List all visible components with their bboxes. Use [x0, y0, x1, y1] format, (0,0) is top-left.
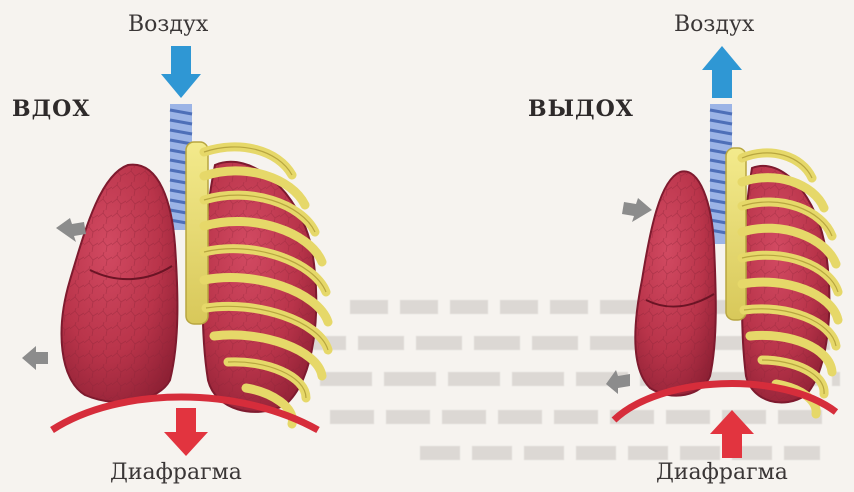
inhale-air-label: Воздух: [128, 12, 208, 37]
air-out-arrow: [702, 46, 742, 98]
diaphragm-down-arrow: [164, 408, 208, 456]
left-lung: [635, 171, 716, 395]
left-lung: [62, 165, 178, 403]
inhale-diaphragm-label: Диафрагма: [110, 460, 242, 485]
air-in-arrow: [161, 46, 201, 98]
exhale-figure: [606, 46, 838, 458]
exhale-diaphragm-label: Диафрагма: [656, 460, 788, 485]
inhale-phase-title: ВДОХ: [12, 96, 90, 122]
exhale-air-label: Воздух: [674, 12, 754, 37]
exhale-phase-title: ВЫДОХ: [528, 96, 634, 122]
diaphragm-up-arrow: [710, 410, 754, 458]
sternum: [186, 142, 208, 324]
